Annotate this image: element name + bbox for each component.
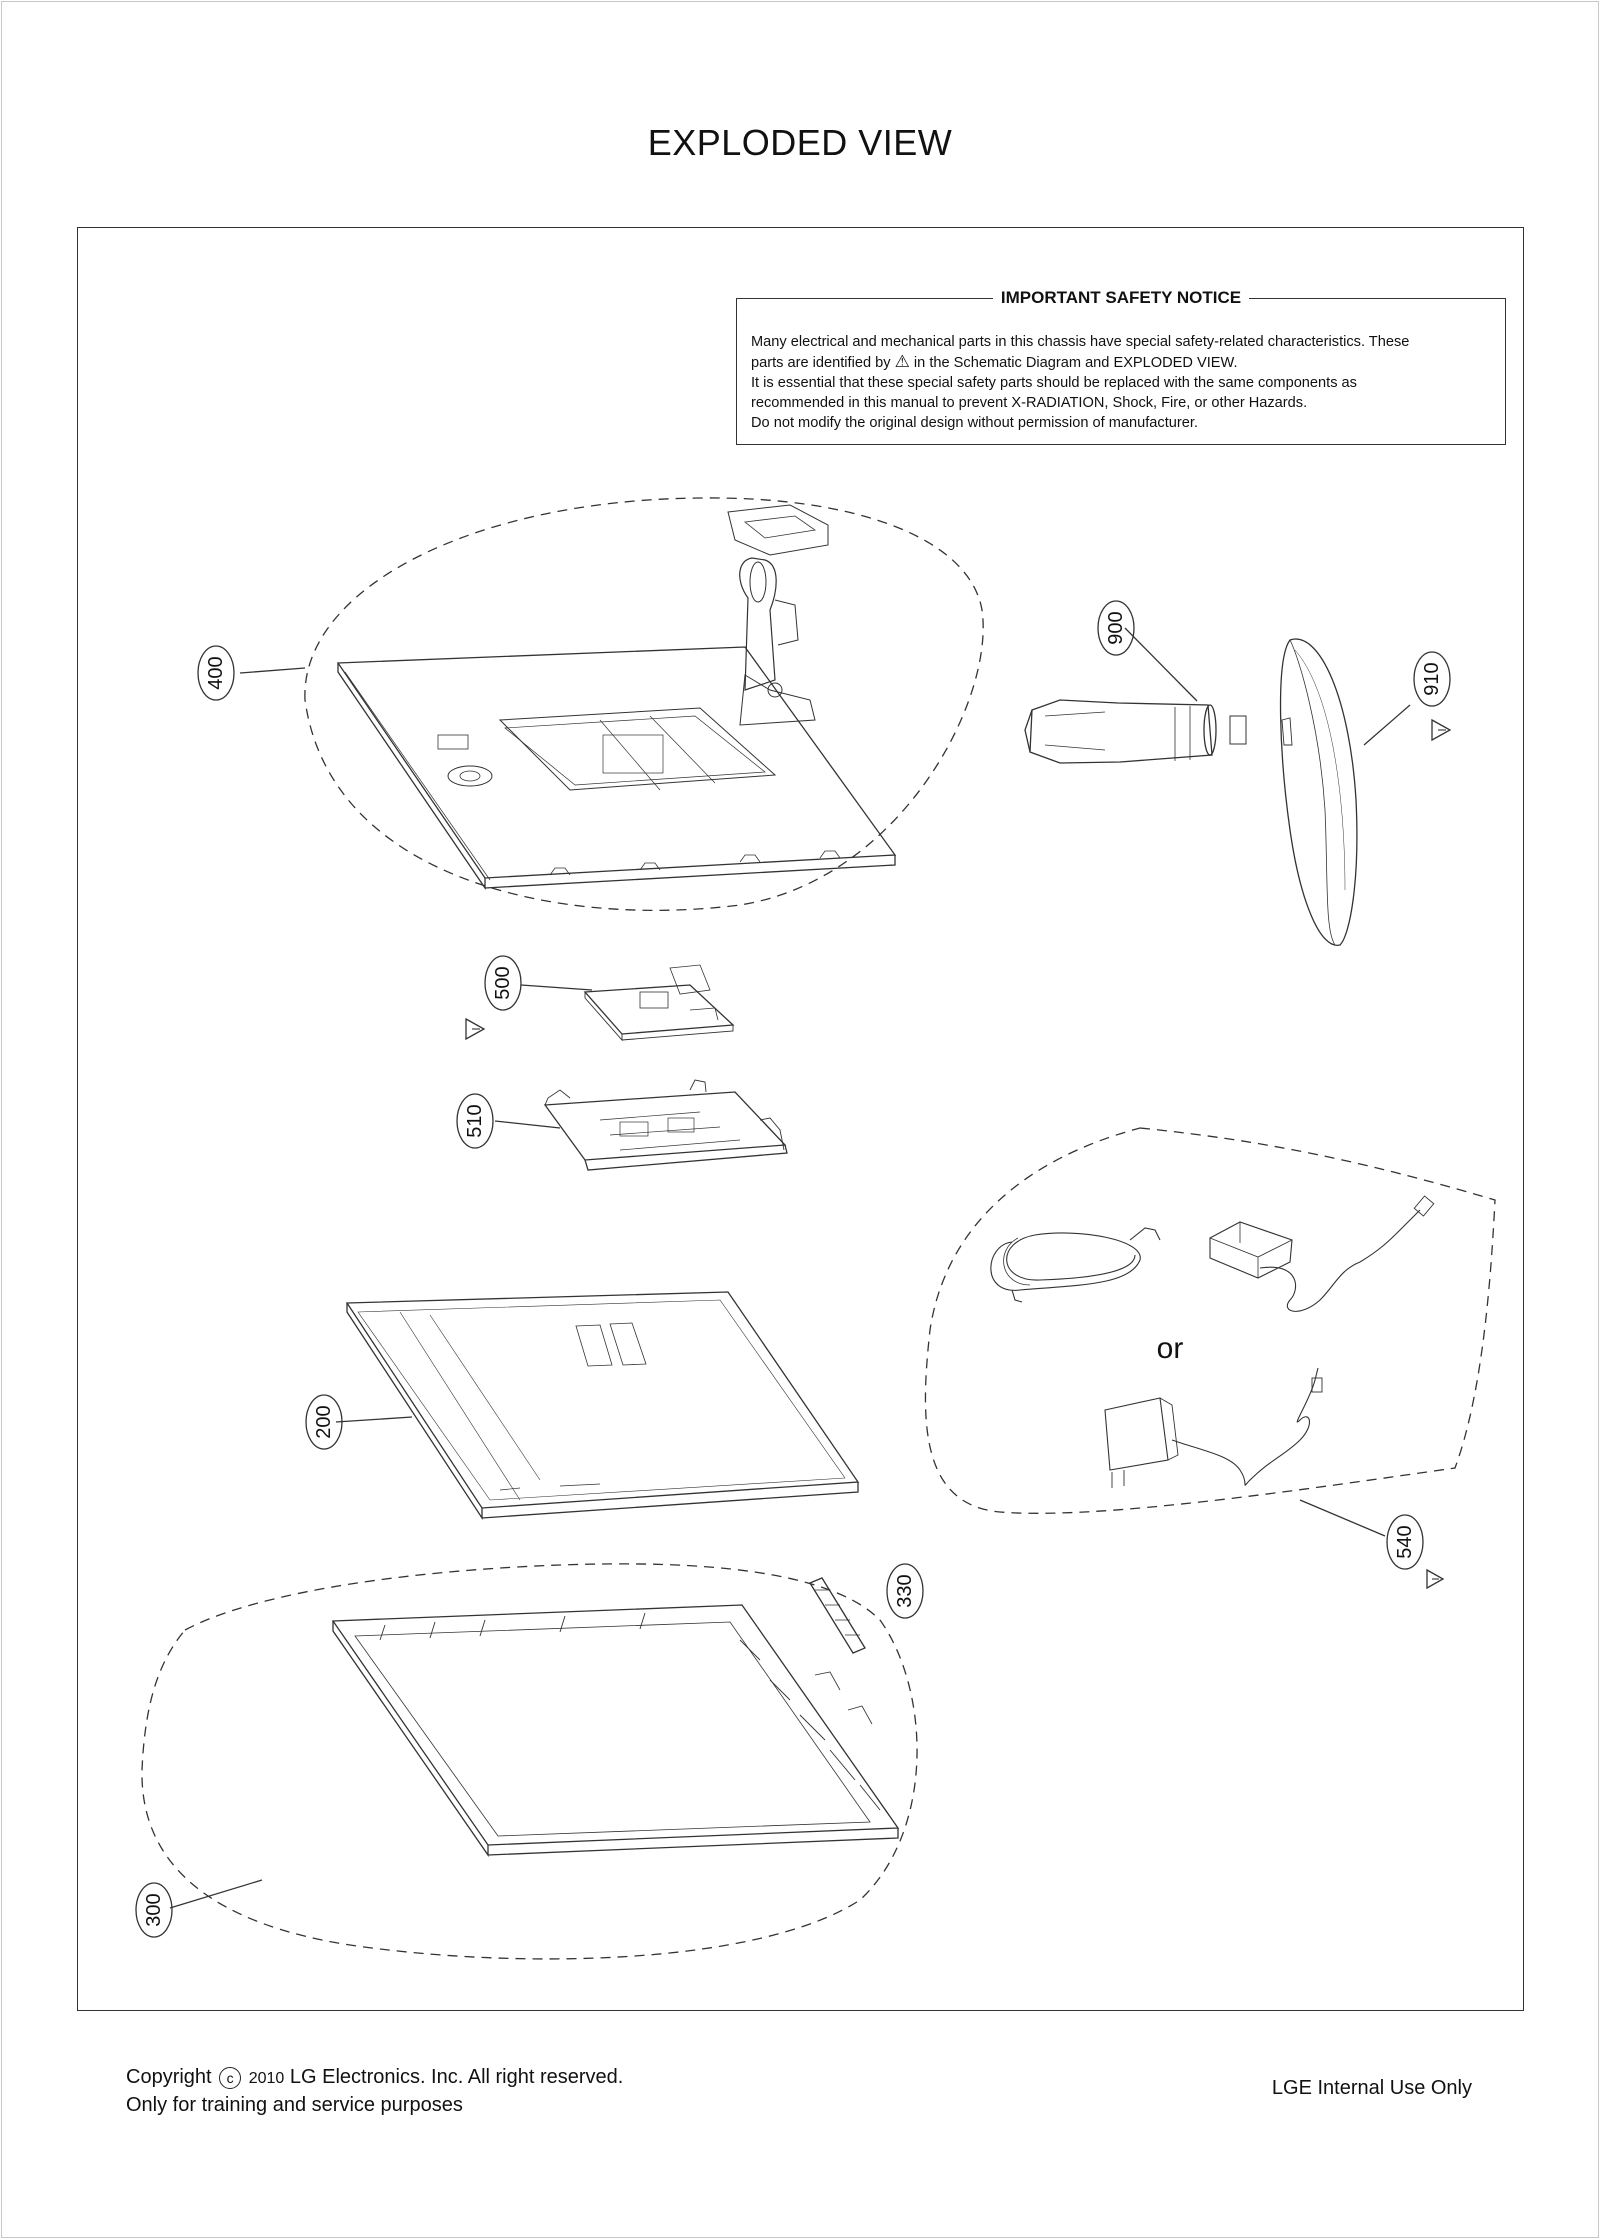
copyright-icon: c <box>219 2066 242 2089</box>
callout-900: 900 <box>1097 600 1135 656</box>
footer-copyright-line: Copyright c 2010 LG Electronics. Inc. Al… <box>126 2064 623 2092</box>
warning-triangle-icon: ⚠ <box>894 352 910 371</box>
callout-300-label: 300 <box>143 1893 165 1926</box>
group-540-outline <box>924 1127 1496 1514</box>
leader-400 <box>239 667 306 674</box>
callout-200: 200 <box>305 1394 343 1450</box>
safety-notice-body: Many electrical and mechanical parts in … <box>751 332 1493 433</box>
leader-900 <box>1124 627 1198 702</box>
side-key-part <box>809 1577 866 1654</box>
notice-line-4: recommended in this manual to prevent X-… <box>751 395 1308 411</box>
notice-line-2a: parts are identified by <box>751 355 891 371</box>
notice-line-1: Many electrical and mechanical parts in … <box>751 334 1410 350</box>
callout-300: 300 <box>135 1882 173 1938</box>
leader-200 <box>335 1416 413 1423</box>
callout-900-label: 900 <box>1105 611 1127 644</box>
leader-510 <box>494 1120 561 1129</box>
main-board-part <box>583 964 735 1042</box>
copyright-company: LG Electronics. Inc. All right reserved. <box>289 2066 624 2088</box>
callout-330-label: 330 <box>894 1574 916 1607</box>
notice-line-3: It is essential that these special safet… <box>751 375 1357 391</box>
warning-triangle-icon <box>1431 718 1452 742</box>
callout-540: 540 <box>1386 1514 1424 1570</box>
stand-base-part <box>1279 638 1358 946</box>
callout-200-label: 200 <box>313 1405 335 1438</box>
callout-500: 500 <box>484 955 522 1011</box>
callout-510-label: 510 <box>464 1104 486 1137</box>
group-300-outline <box>141 1563 918 1960</box>
power-cord-and-adapter-part <box>990 1195 1435 1488</box>
notice-line-5: Do not modify the original design withou… <box>751 415 1198 431</box>
copyright-year: 2010 <box>248 2070 285 2087</box>
stand-neck-part <box>1024 699 1247 764</box>
shield-bracket-part <box>543 1079 788 1171</box>
callout-400-label: 400 <box>205 656 227 689</box>
callout-400: 400 <box>197 645 235 701</box>
footer-training-line: Only for training and service purposes <box>126 2094 463 2116</box>
leader-540 <box>1299 1499 1386 1537</box>
diagram-frame <box>77 227 1524 2011</box>
callout-540-label: 540 <box>1394 1525 1416 1558</box>
footer-copyright: Copyright c 2010 LG Electronics. Inc. Al… <box>126 2064 623 2119</box>
callout-500-label: 500 <box>492 966 514 999</box>
page-title: EXPLODED VIEW <box>647 122 953 163</box>
footer-internal-use: LGE Internal Use Only <box>1271 2077 1472 2099</box>
warning-triangle-icon <box>1426 1568 1445 1590</box>
callout-510: 510 <box>456 1093 494 1149</box>
lcd-panel-part <box>345 1291 860 1521</box>
or-label: or <box>1157 1332 1184 1365</box>
notice-line-2: parts are identified by ⚠ in the Schemat… <box>751 352 1493 373</box>
callout-910: 910 <box>1413 651 1451 707</box>
callout-330: 330 <box>886 1563 924 1619</box>
group-400-outline <box>304 497 984 911</box>
safety-notice-heading: IMPORTANT SAFETY NOTICE <box>992 288 1250 307</box>
notice-line-2b: in the Schematic Diagram and EXPLODED VI… <box>913 355 1238 371</box>
copyright-word: Copyright <box>126 2066 212 2088</box>
leader-910 <box>1363 704 1411 746</box>
leader-500 <box>520 984 593 991</box>
rear-cover-part <box>336 504 897 891</box>
callout-910-label: 910 <box>1421 662 1443 695</box>
safety-notice-heading-wrap: IMPORTANT SAFETY NOTICE <box>737 288 1505 308</box>
warning-triangle-icon <box>465 1017 486 1041</box>
leader-300 <box>169 1879 263 1909</box>
safety-notice-box: IMPORTANT SAFETY NOTICE Many electrical … <box>736 288 1506 445</box>
front-bezel-part <box>331 1604 900 1858</box>
